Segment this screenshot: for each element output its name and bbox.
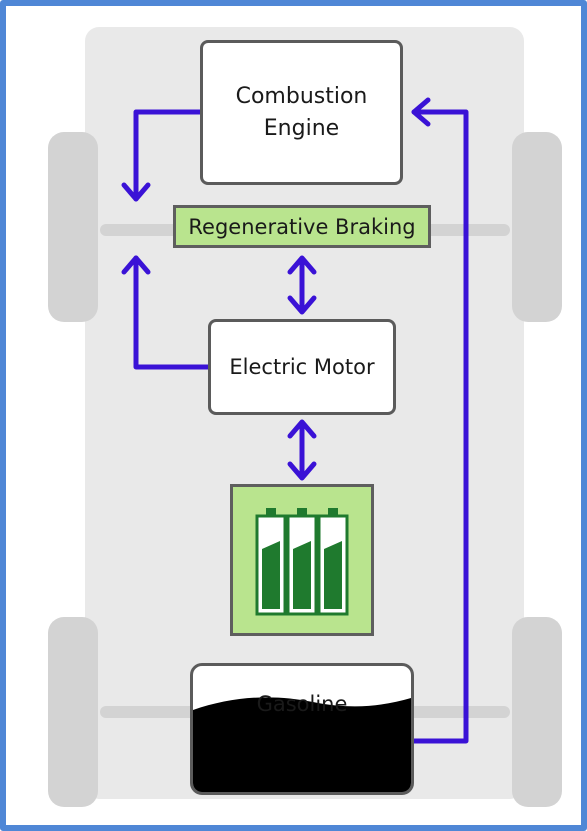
electric-motor-box: Electric Motor [208, 319, 396, 415]
rear-right-wheel [512, 617, 562, 807]
fuel-liquid [193, 697, 411, 792]
engine-label-line-1: Combustion [235, 83, 368, 109]
rear-left-wheel [48, 617, 98, 807]
gasoline-to-engine-arrow [411, 109, 469, 744]
gasoline-tank-box: Gasoline [190, 663, 414, 795]
motor-to-regen-arrow [133, 255, 211, 370]
regenerative-braking-label: Regenerative Braking [188, 214, 416, 239]
regenerative-braking-box: Regenerative Braking [173, 205, 431, 248]
motor-battery-arrowhead-up [287, 419, 317, 439]
battery-pack-box [230, 484, 374, 636]
motor-to-regen-arrowhead [121, 255, 151, 275]
electric-motor-label: Electric Motor [229, 355, 375, 379]
engine-to-regen-arrow [133, 109, 203, 202]
engine-to-regen-arrowhead [121, 182, 151, 202]
battery-cells-icon [255, 508, 349, 616]
gasoline-to-engine-arrowhead [411, 97, 431, 127]
regen-motor-arrowhead-up [287, 255, 317, 275]
combustion-engine-box: Combustion Engine [200, 40, 403, 185]
motor-battery-arrowhead-down [287, 461, 317, 481]
front-left-wheel [48, 132, 98, 322]
regen-motor-arrowhead-down [287, 295, 317, 315]
gasoline-label: Gasoline [256, 692, 348, 716]
front-right-wheel [512, 132, 562, 322]
engine-label-line-2: Engine [263, 115, 340, 141]
